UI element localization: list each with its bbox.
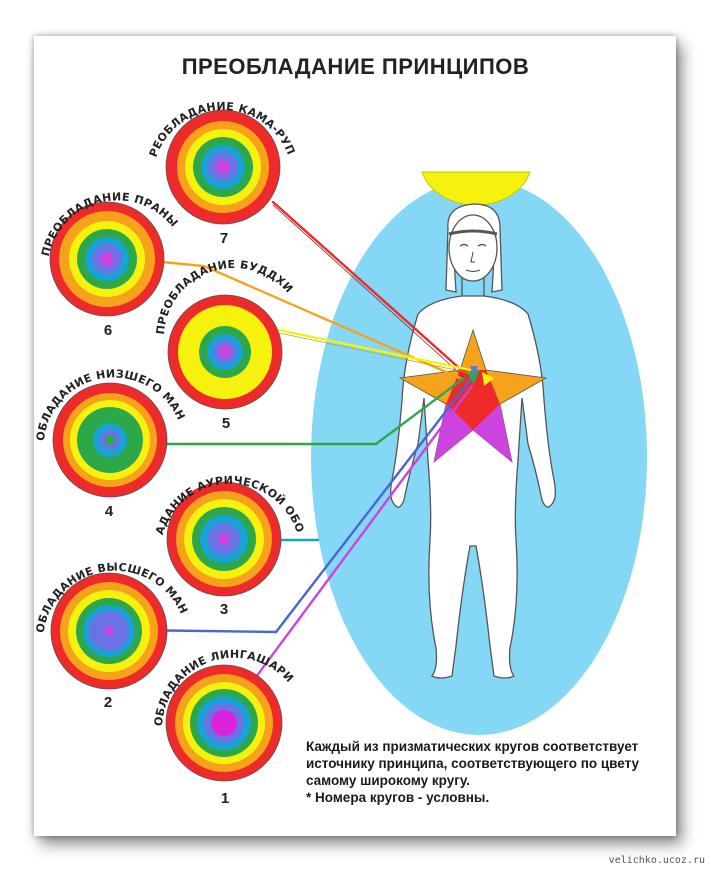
- circle-7: [165, 109, 281, 225]
- circle-1-number: 1: [221, 790, 229, 807]
- circle-5-number: 5: [222, 415, 230, 432]
- circle-3: [166, 481, 282, 597]
- line-7-red: [271, 200, 470, 378]
- line-2-indigo: [128, 378, 472, 634]
- circle-5: [167, 294, 283, 410]
- circle-2: [50, 572, 168, 690]
- circle-4-number: 4: [105, 503, 114, 520]
- circle-1: [165, 664, 283, 782]
- caption-line-4: * Номера кругов - условны.: [306, 790, 490, 805]
- caption-line-1: Каждый из призматических кругов соответс…: [306, 739, 639, 754]
- caption-note: Каждый из призматических кругов соответс…: [306, 738, 676, 806]
- line-1-violet: [222, 384, 474, 722]
- line-5-yellow: [258, 324, 472, 372]
- caption-line-2: источнику принципа, соответствующего по …: [306, 756, 640, 771]
- line-6-orange: [160, 260, 462, 380]
- watermark: velichko.ucoz.ru: [608, 855, 705, 866]
- connector-lines: [128, 200, 474, 722]
- circle-3-number: 3: [220, 601, 228, 618]
- circle-7-number: 7: [220, 230, 228, 247]
- circle-6-number: 6: [104, 322, 112, 339]
- caption-line-3: самому широкому кругу.: [306, 773, 470, 788]
- chest-star: [398, 328, 548, 464]
- circle-4: [52, 382, 168, 498]
- line-7-red-edge: [272, 204, 467, 380]
- line-4-green: [144, 376, 466, 446]
- circle-6: [49, 201, 165, 317]
- line-5-yellow-edge: [259, 328, 471, 374]
- circle-2-number: 2: [104, 694, 112, 711]
- page-title: ПРЕОБЛАДАНИЕ ПРИНЦИПОВ: [181, 54, 530, 79]
